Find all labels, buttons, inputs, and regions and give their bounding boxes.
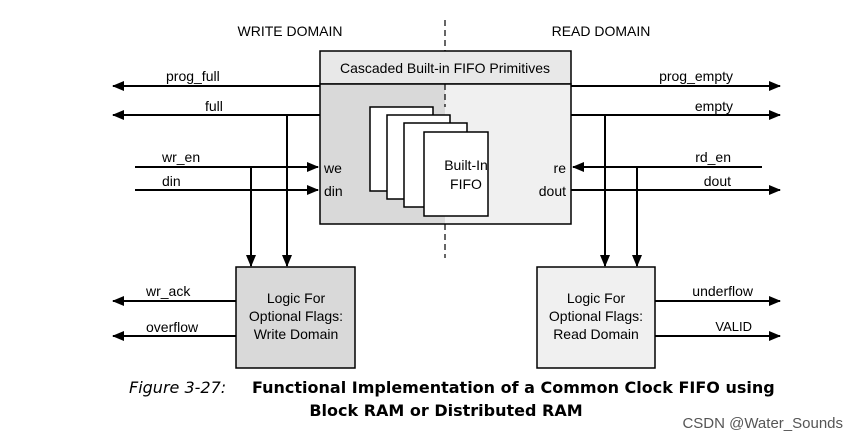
prog-full-label: prog_full — [166, 68, 220, 84]
fifo-primitive-core — [423, 131, 489, 217]
write-logic-block: Logic For Optional Flags: Write Domain — [235, 266, 356, 369]
write-logic-line2: Optional Flags: — [249, 308, 343, 324]
empty-label: empty — [695, 98, 733, 114]
caption-title-line2: Block RAM or Distributed RAM — [309, 401, 582, 420]
wr-en-label: wr_en — [161, 149, 200, 165]
dout-label: dout — [704, 173, 731, 189]
din-label: din — [162, 173, 181, 189]
read-logic-line1: Logic For — [567, 290, 626, 306]
fifo-title-bar — [319, 50, 572, 85]
read-logic-line2: Optional Flags: — [549, 308, 643, 324]
caption-title-line1: Functional Implementation of a Common Cl… — [252, 378, 775, 397]
write-logic-line1: Logic For — [267, 290, 326, 306]
read-logic-box — [536, 266, 656, 369]
underflow-label: underflow — [692, 283, 754, 299]
overflow-label: overflow — [146, 319, 199, 335]
wr-ack-label: wr_ack — [145, 283, 191, 299]
write-domain-label: WRITE DOMAIN — [238, 23, 343, 39]
write-logic-line3: Write Domain — [254, 326, 339, 342]
read-domain-label: READ DOMAIN — [552, 23, 651, 39]
read-logic-block: Logic For Optional Flags: Read Domain — [536, 266, 656, 369]
prog-empty-label: prog_empty — [659, 68, 733, 84]
watermark-text: CSDN @Water_Sounds — [682, 415, 843, 432]
port-dout-label: dout — [539, 183, 566, 199]
port-we-label: we — [323, 160, 342, 176]
port-din-label: din — [324, 183, 343, 199]
full-label: full — [205, 98, 223, 114]
caption-figure-number: Figure 3-27: — [129, 378, 226, 397]
read-logic-line3: Read Domain — [553, 326, 639, 342]
write-logic-box — [235, 266, 356, 369]
fifo-core-label-1: Built-In — [444, 157, 488, 173]
fifo-title: Cascaded Built-in FIFO Primitives — [340, 60, 550, 76]
port-re-label: re — [554, 160, 567, 176]
rd-en-label: rd_en — [695, 149, 731, 165]
fifo-block: Cascaded Built-in FIFO Primitives Built-… — [319, 50, 572, 225]
fifo-core-label-2: FIFO — [450, 176, 482, 192]
valid-label: VALID — [715, 319, 752, 334]
